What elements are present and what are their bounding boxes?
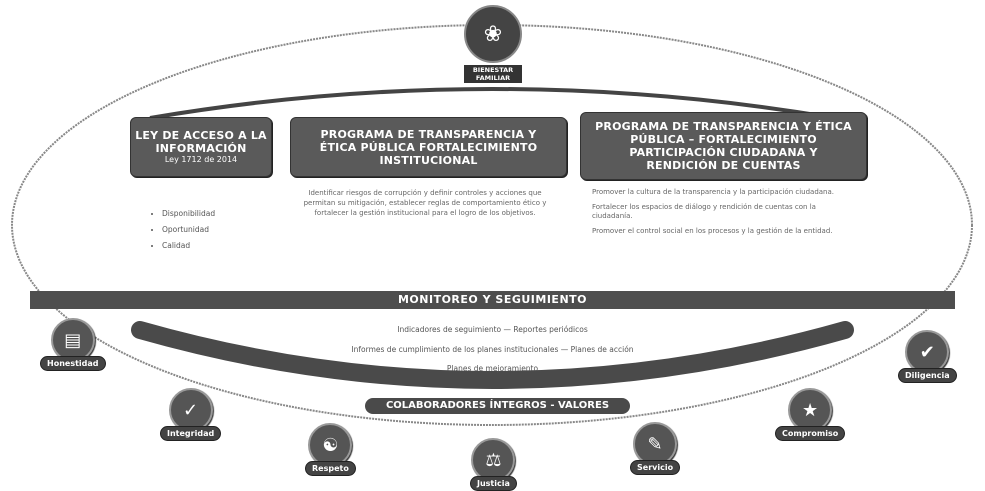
monitoring-band: MONITOREO Y SEGUIMIENTO xyxy=(30,291,955,309)
value-integridad: ✓ Integridad xyxy=(160,388,222,441)
monitoring-line-1: Indicadores de seguimiento — Reportes pe… xyxy=(397,325,588,334)
value-compromiso: ★ Compromiso xyxy=(775,388,846,441)
value-label: Servicio xyxy=(630,460,681,475)
value-label: Integridad xyxy=(160,426,222,441)
value-justicia: ⚖ Justicia xyxy=(470,438,517,491)
list-item: Fortalecer los espacios de diálogo y ren… xyxy=(592,202,816,221)
handshake-icon: ☯ xyxy=(308,423,353,467)
list-item: Promover la cultura de la transparencia … xyxy=(592,188,834,196)
pillar-text-2: Identificar riesgos de corrupción y defi… xyxy=(303,189,547,217)
checkmark-icon: ✔ xyxy=(905,330,950,374)
value-diligencia: ✔ Diligencia xyxy=(898,330,957,383)
pillar-subtitle-1: Ley 1712 de 2014 xyxy=(164,155,238,164)
value-label: Honestidad xyxy=(40,356,106,371)
list-item: Oportunidad xyxy=(162,222,282,238)
monitoring-line-2: Informes de cumplimiento de los planes i… xyxy=(351,345,634,354)
pillar-card-1: LEY DE ACCESO A LA INFORMACIÓN Ley 1712 … xyxy=(130,117,272,177)
logo-text: BIENESTAR FAMILIAR xyxy=(464,65,522,83)
pillar-card-2: PROGRAMA DE TRANSPARENCIA Y ÉTICA PÚBLIC… xyxy=(290,117,567,177)
value-label: Respeto xyxy=(305,461,356,476)
pillar-title-1: LEY DE ACCESO A LA INFORMACIÓN xyxy=(135,129,267,155)
service-icon: ✎ xyxy=(633,422,678,466)
medal-icon: ★ xyxy=(788,388,833,432)
value-honestidad: ▤ Honestidad xyxy=(40,318,106,371)
pillar-items-3: Promover la cultura de la transparencia … xyxy=(592,188,847,241)
pillar-card-3: PROGRAMA DE TRANSPARENCIA Y ÉTICA PÚBLIC… xyxy=(580,112,867,180)
list-item: Calidad xyxy=(162,238,282,254)
logo: ❀ BIENESTAR FAMILIAR xyxy=(463,5,523,85)
monitoring-line-3: Planes de mejoramiento xyxy=(446,364,539,373)
value-label: Diligencia xyxy=(898,368,957,383)
pillar-bullets-1: Disponibilidad Oportunidad Calidad xyxy=(150,206,282,254)
list-item: Disponibilidad xyxy=(162,206,282,222)
value-servicio: ✎ Servicio xyxy=(630,422,681,475)
family-hands-icon: ❀ xyxy=(464,5,522,63)
value-label: Compromiso xyxy=(775,426,846,441)
pillar-title-2: PROGRAMA DE TRANSPARENCIA Y ÉTICA PÚBLIC… xyxy=(319,127,538,167)
values-band: COLABORADORES ÍNTEGROS - VALORES xyxy=(365,398,630,414)
document-icon: ▤ xyxy=(50,318,95,362)
value-respeto: ☯ Respeto xyxy=(305,423,356,476)
pillar-title-3: PROGRAMA DE TRANSPARENCIA Y ÉTICA PÚBLIC… xyxy=(595,120,852,172)
list-item: Promover el control social en los proces… xyxy=(592,226,833,235)
